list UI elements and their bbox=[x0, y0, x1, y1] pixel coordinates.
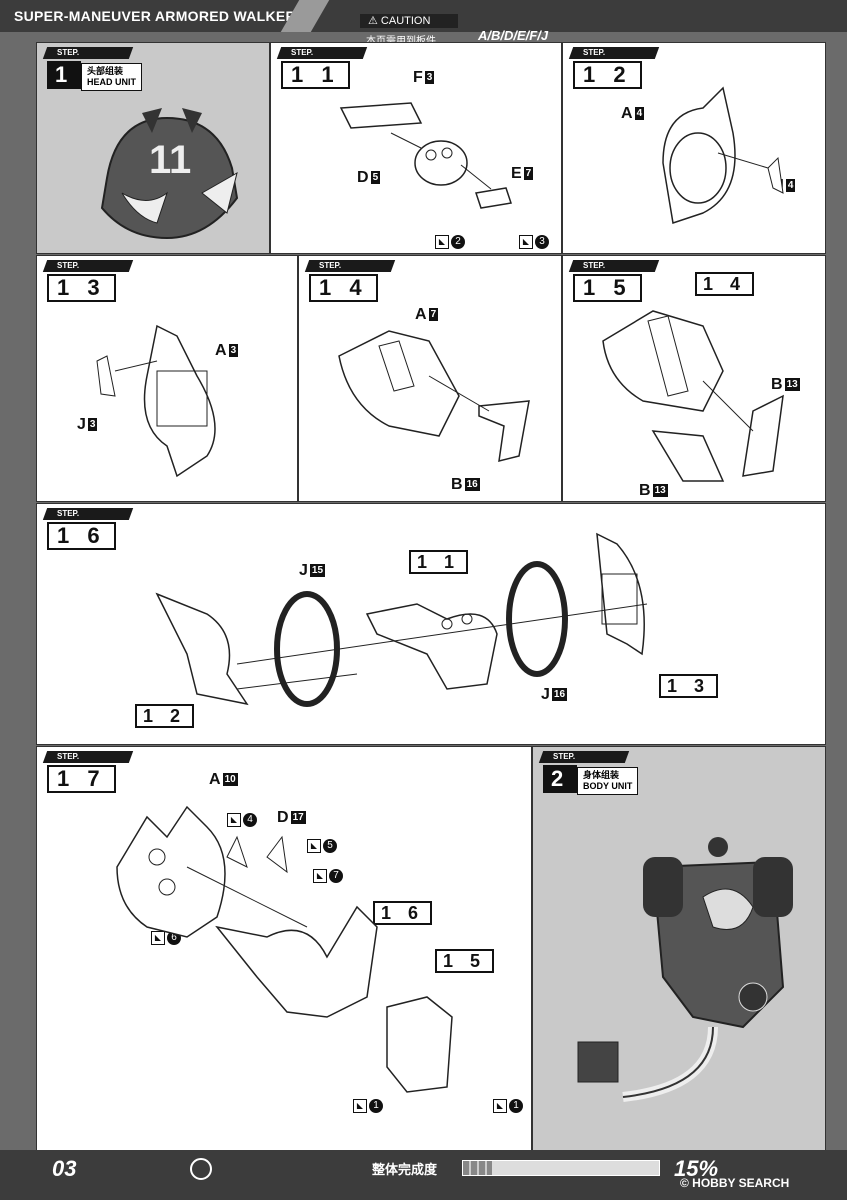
parts-list: A/B/D/E/F/J bbox=[478, 28, 549, 43]
ref-step-11: 1 1 bbox=[409, 550, 469, 574]
step-number: 2 bbox=[543, 765, 578, 793]
footer-bar bbox=[0, 1150, 847, 1200]
parts-diagram bbox=[338, 330, 530, 462]
step-number: 1 1 bbox=[281, 61, 350, 89]
page-number: 03 bbox=[52, 1156, 77, 1181]
ref-step-15: 1 5 bbox=[435, 949, 495, 973]
caution-note: 本页需用到板件 bbox=[366, 32, 436, 47]
parts-diagram bbox=[96, 324, 216, 478]
svg-text:11: 11 bbox=[149, 138, 191, 182]
parts-diagram bbox=[155, 532, 648, 707]
tool-step: ◣1 bbox=[493, 1099, 523, 1113]
progress-fill bbox=[463, 1161, 493, 1175]
page-title: SUPER-MANEUVER ARMORED WALKER bbox=[14, 8, 296, 24]
caution-label: ⚠ CAUTION bbox=[360, 14, 458, 28]
tool-step: ◣2 bbox=[435, 235, 465, 249]
progress-label: 整体完成度 bbox=[372, 1162, 438, 1177]
brand-logo-icon bbox=[190, 1158, 212, 1180]
head-unit-image: 11 bbox=[100, 108, 239, 240]
parts-diagram bbox=[602, 310, 784, 482]
watermark: © HOBBY SEARCH bbox=[680, 1176, 790, 1190]
tool-step: ◣3 bbox=[519, 235, 549, 249]
caution-box: ⚠ CAUTION 本页需用到板件 A/B/D/E/F/J bbox=[360, 6, 830, 47]
step-12-panel: STEP. 1 2 A4 J4 bbox=[562, 42, 826, 254]
tool-step: ◣5 bbox=[307, 839, 337, 853]
step-number: 1 2 bbox=[573, 61, 642, 89]
parts-diagram bbox=[339, 102, 512, 209]
ref-step-12: 1 2 bbox=[135, 704, 195, 728]
step-number: 1 6 bbox=[47, 522, 116, 550]
tool-step: ◣4 bbox=[227, 813, 257, 827]
body-unit-image bbox=[577, 837, 793, 1102]
tool-step: ◣1 bbox=[353, 1099, 383, 1113]
progress-value: 15% bbox=[674, 1156, 719, 1181]
step-number: 1 bbox=[47, 61, 82, 89]
parts-diagram bbox=[116, 805, 453, 1093]
ref-step-13: 1 3 bbox=[659, 674, 719, 698]
step-number: 1 5 bbox=[573, 274, 642, 302]
progress-bar bbox=[462, 1160, 660, 1176]
step-number: 1 7 bbox=[47, 765, 116, 793]
tool-step: ◣7 bbox=[313, 869, 343, 883]
ref-step-16: 1 6 bbox=[373, 901, 433, 925]
step-number: 1 3 bbox=[47, 274, 116, 302]
step-number: 1 4 bbox=[309, 274, 378, 302]
parts-diagram bbox=[662, 86, 784, 224]
ref-step-14: 1 4 bbox=[695, 272, 755, 296]
